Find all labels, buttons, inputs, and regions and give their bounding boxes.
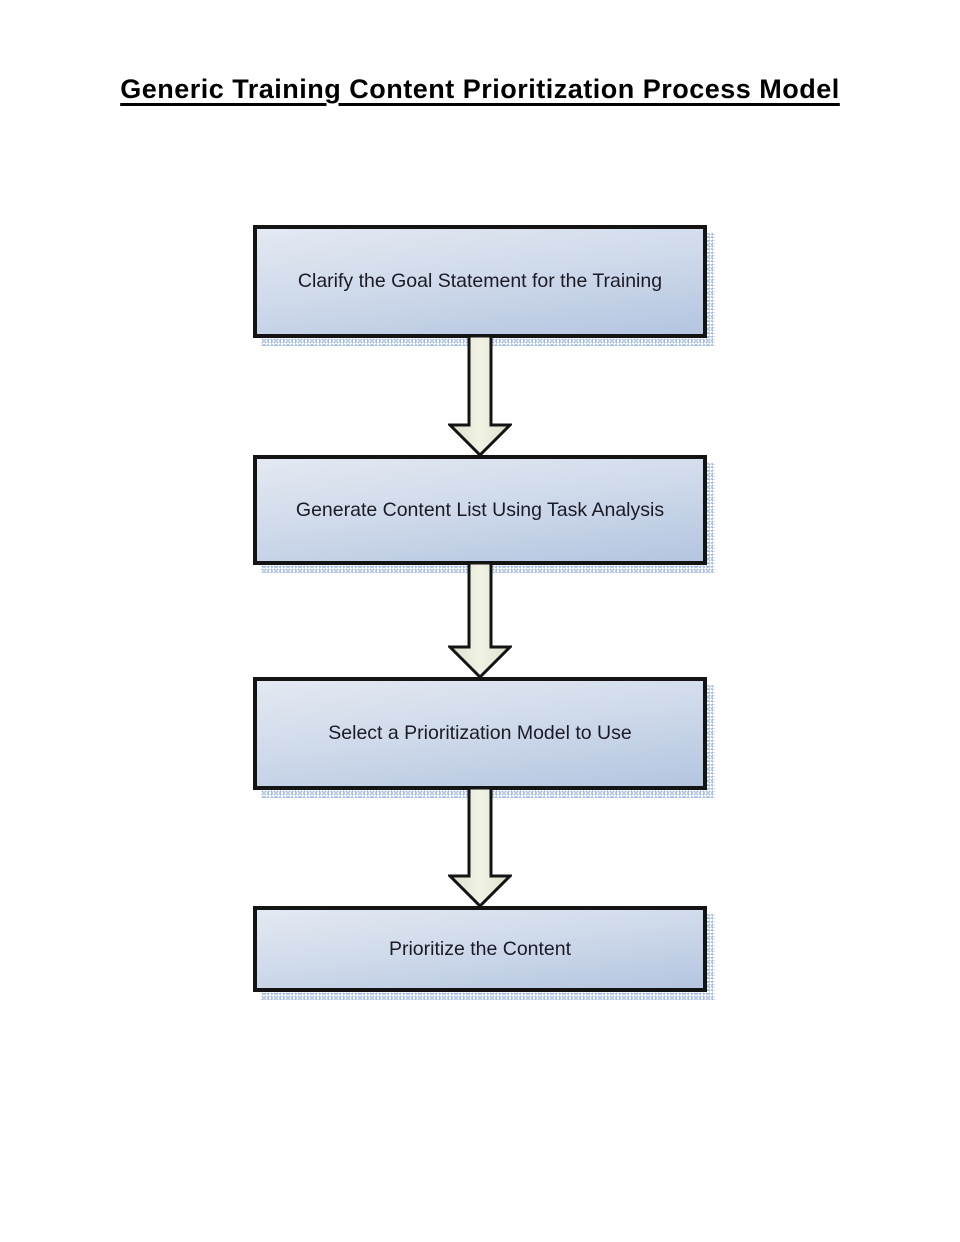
down-block-arrow-icon <box>448 336 512 457</box>
flow-step-clarify-goal: Clarify the Goal Statement for the Train… <box>253 225 707 338</box>
down-block-arrow-icon <box>448 563 512 679</box>
flow-step-prioritize-content: Prioritize the Content <box>253 906 707 992</box>
flow-step-label: Generate Content List Using Task Analysi… <box>295 498 665 521</box>
flow-step-select-model: Select a Prioritization Model to Use <box>253 677 707 790</box>
flow-step-label: Prioritize the Content <box>388 937 572 960</box>
down-block-arrow-icon <box>448 788 512 908</box>
flow-step-label: Select a Prioritization Model to Use <box>328 722 632 744</box>
left-margin-vertical-text <box>5 1134 10 1238</box>
flow-step-label: Clarify the Goal Statement for the Train… <box>297 270 663 292</box>
flow-step-generate-content-list: Generate Content List Using Task Analysi… <box>253 455 707 565</box>
page-title: Generic Training Content Prioritization … <box>120 74 840 104</box>
